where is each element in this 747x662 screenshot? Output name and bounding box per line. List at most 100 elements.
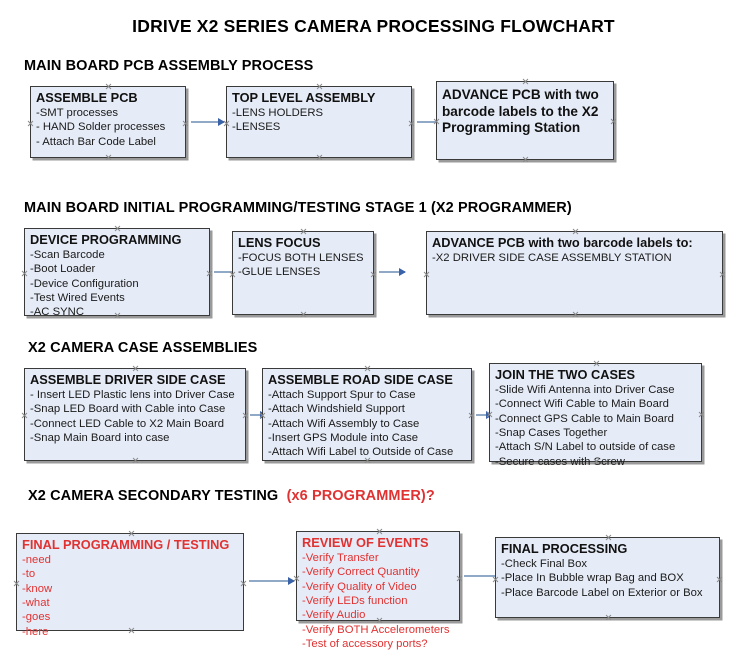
node-line: -goes — [22, 611, 51, 624]
node-line: -Connect LED Cable to X2 Main Board — [30, 417, 225, 430]
connector-handle-bottom[interactable] — [572, 311, 579, 318]
node-line: -Test Wired Events — [30, 291, 125, 304]
connector-handle-top[interactable] — [300, 228, 307, 235]
node-line: - Insert LED Plastic lens into Driver Ca… — [30, 388, 235, 401]
node-lines: -Check Final Box -Place In Bubble wrap B… — [501, 557, 715, 600]
node-line: -what — [22, 596, 50, 609]
connector-handle-right[interactable] — [408, 120, 415, 127]
node-line: -Snap LED Board with Cable into Case — [30, 403, 226, 416]
connector-handle-top[interactable] — [376, 528, 383, 535]
connector-handle-right[interactable] — [456, 575, 463, 582]
node-line: -Verify LEDs function — [302, 594, 408, 607]
connector-handle-top[interactable] — [593, 360, 600, 367]
connector-handle-right[interactable] — [206, 270, 213, 277]
connector-handle-bottom[interactable] — [316, 154, 323, 161]
node-top-level-assembly[interactable]: TOP LEVEL ASSEMBLY -LENS HOLDERS -LENSES — [226, 86, 412, 158]
connector-handle-right[interactable] — [468, 412, 475, 419]
node-title: FINAL PROGRAMMING / TESTING — [22, 537, 230, 552]
connector-handle-right[interactable] — [370, 271, 377, 278]
section-heading-2: MAIN BOARD INITIAL PROGRAMMING/TESTING S… — [24, 200, 572, 216]
connector-handle-bottom[interactable] — [105, 154, 112, 161]
node-lines: -Slide Wifi Antenna into Driver Case -Co… — [495, 383, 697, 470]
connector-handle-top[interactable] — [128, 530, 135, 537]
connector-handle-top[interactable] — [132, 365, 139, 372]
node-final-processing[interactable]: FINAL PROCESSING -Check Final Box -Place… — [495, 537, 720, 618]
node-lines: -LENS HOLDERS -LENSES — [232, 106, 407, 135]
connector-handle-left[interactable] — [423, 271, 430, 278]
connector-handle-bottom[interactable] — [132, 457, 139, 464]
section-heading-3: X2 CAMERA CASE ASSEMBLIES — [28, 340, 257, 356]
connector-handle-top[interactable] — [605, 534, 612, 541]
node-assemble-pcb[interactable]: ASSEMBLE PCB -SMT processes - HAND Solde… — [30, 86, 186, 158]
section-heading-2-text: MAIN BOARD INITIAL PROGRAMMING/TESTING S… — [24, 200, 572, 216]
node-device-programming[interactable]: DEVICE PROGRAMMING -Scan Barcode -Boot L… — [21, 225, 213, 318]
node-lines: -X2 DRIVER SIDE CASE ASSEMBLY STATION — [432, 251, 718, 265]
connector-handle-bottom[interactable] — [300, 311, 307, 318]
node-line: -Secure cases with Screw — [495, 455, 625, 468]
connector-handle-left[interactable] — [21, 270, 28, 277]
connector-handle-top[interactable] — [114, 225, 121, 232]
node-line: -GLUE LENSES — [238, 266, 321, 279]
connector-handle-left[interactable] — [492, 576, 499, 583]
node-assemble-driver-side-case[interactable]: ASSEMBLE DRIVER SIDE CASE - Insert LED P… — [24, 368, 246, 461]
node-title: FINAL PROCESSING — [501, 541, 628, 556]
node-title: ASSEMBLE DRIVER SIDE CASE — [30, 372, 226, 387]
node-line: -know — [22, 582, 53, 595]
node-line: -Check Final Box — [501, 557, 588, 570]
node-line: -here — [22, 625, 49, 638]
connector-handle-left[interactable] — [27, 120, 34, 127]
connector-handle-bottom[interactable] — [605, 614, 612, 621]
node-title: LENS FOCUS — [238, 235, 321, 250]
connector-handle-right[interactable] — [240, 580, 247, 587]
node-title: ADVANCE PCB with two barcode labels to: — [432, 235, 693, 250]
connector-handle-right[interactable] — [182, 120, 189, 127]
section-heading-4-accent: (x6 PROGRAMMER)? — [286, 488, 435, 504]
node-lines: -need -to -know -what -goes -here — [22, 553, 239, 640]
connector-handle-left[interactable] — [13, 580, 20, 587]
connector-handle-top[interactable] — [316, 83, 323, 90]
connector-handle-top[interactable] — [105, 83, 112, 90]
node-line: -LENSES — [232, 121, 281, 134]
connector-handle-top[interactable] — [364, 365, 371, 372]
connector-handle-right[interactable] — [719, 271, 726, 278]
node-review-of-events[interactable]: REVIEW OF EVENTS -Verify Transfer -Verif… — [296, 528, 463, 650]
node-title: ADVANCE PCB with two barcode labels to t… — [442, 87, 599, 136]
node-line: -X2 DRIVER SIDE CASE ASSEMBLY STATION — [432, 251, 672, 264]
node-lines: -Scan Barcode -Boot Loader -Device Confi… — [30, 248, 205, 320]
node-line: -Insert GPS Module into Case — [268, 431, 419, 444]
connector-handle-bottom[interactable] — [522, 156, 529, 163]
node-title: ASSEMBLE PCB — [36, 90, 138, 105]
node-lines: -FOCUS BOTH LENSES -GLUE LENSES — [238, 251, 369, 280]
node-lens-focus[interactable]: LENS FOCUS -FOCUS BOTH LENSES -GLUE LENS… — [232, 231, 374, 315]
node-line: -Slide Wifi Antenna into Driver Case — [495, 383, 675, 396]
node-assemble-road-side-case[interactable]: ASSEMBLE ROAD SIDE CASE -Attach Support … — [262, 368, 472, 461]
arrow-lens-focus-to-advance — [379, 268, 406, 276]
node-lines: -Verify Transfer -Verify Correct Quantit… — [302, 551, 455, 652]
node-line: -Attach Windshield Support — [268, 403, 405, 416]
connector-handle-right[interactable] — [716, 576, 723, 583]
node-advance-pcb-programming-station[interactable]: ADVANCE PCB with two barcode labels to t… — [436, 81, 614, 160]
node-line: -Boot Loader — [30, 263, 96, 276]
node-lines: - Insert LED Plastic lens into Driver Ca… — [30, 388, 241, 446]
node-line: -Verify Audio — [302, 609, 366, 622]
node-line: -LENS HOLDERS — [232, 106, 324, 119]
connector-handle-left[interactable] — [21, 412, 28, 419]
section-heading-3-text: X2 CAMERA CASE ASSEMBLIES — [28, 340, 258, 356]
node-line: -Verify Quality of Video — [302, 580, 417, 593]
connector-handle-right[interactable] — [610, 118, 617, 125]
node-line: -SMT processes — [36, 106, 119, 119]
arrow-pcb-to-top-level — [191, 118, 225, 126]
node-line: -Attach S/N Label to outside of case — [495, 441, 676, 454]
connector-handle-right[interactable] — [242, 412, 249, 419]
node-final-programming-testing[interactable]: FINAL PROGRAMMING / TESTING -need -to -k… — [13, 530, 247, 638]
section-heading-4-text: X2 CAMERA SECONDARY TESTING — [28, 488, 279, 504]
node-line: -need — [22, 553, 51, 566]
connector-handle-right[interactable] — [698, 411, 705, 418]
connector-handle-top[interactable] — [572, 228, 579, 235]
node-line: -Scan Barcode — [30, 248, 105, 261]
node-line: -Connect Wifi Cable to Main Board — [495, 398, 669, 411]
node-title: JOIN THE TWO CASES — [495, 367, 636, 382]
node-join-the-two-cases[interactable]: JOIN THE TWO CASES -Slide Wifi Antenna i… — [489, 360, 705, 468]
node-advance-pcb-driver-side-station[interactable]: ADVANCE PCB with two barcode labels to: … — [426, 231, 723, 315]
connector-handle-top[interactable] — [522, 78, 529, 85]
